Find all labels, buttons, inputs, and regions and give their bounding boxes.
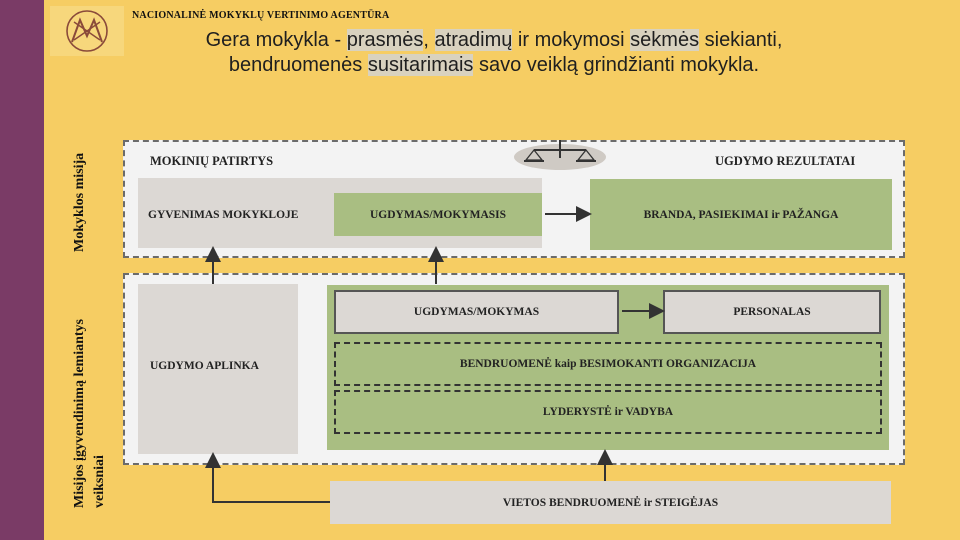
teaching-label: UGDYMAS/MOKYMAS [413,306,540,318]
headline-text: ir mokymosi [512,29,631,51]
local-community-label: VIETOS BENDRUOMENĖ ir STEIGĖJAS [502,496,719,509]
headline-highlight: atradimų [434,29,513,51]
headline-text: bendruomenės [228,54,368,76]
school-life-label: GYVENIMAS MOKYKLOJE [148,209,299,221]
agency-logo-icon [50,6,124,56]
leadership-box: LYDERYSTĖ ir VADYBA [334,390,882,434]
education-results-label: UGDYMO REZULTATAI [715,154,856,168]
left-sidebar-strip [0,0,44,540]
education-environment-label: UGDYMO APLINKA [150,360,259,372]
headline-text: Gera mokykla - [205,29,347,51]
maturity-achievements-box: BRANDA, PASIEKIMAI ir PAŽANGA [590,179,892,250]
headline-highlight: sėkmės [630,29,700,51]
headline-line-1: Gera mokykla - prasmės, atradimų ir moky… [104,28,884,53]
community-organization-label: BENDRUOMENĖ kaip BESIMOKANTI ORGANIZACIJ… [459,358,757,370]
education-environment-box: UGDYMO APLINKA [138,284,298,454]
headline-highlight: susitarimais [367,54,474,76]
personnel-box: PERSONALAS [663,290,881,334]
headline-text: siekianti, [699,29,783,51]
balance-scale-icon [508,136,612,174]
student-experience-label: MOKINIŲ PATIRTYS [150,154,274,168]
teaching-learning-label: UGDYMAS/MOKYMASIS [369,208,507,221]
maturity-achievements-label: BRANDA, PASIEKIMAI ir PAŽANGA [643,208,839,221]
personnel-label: PERSONALAS [733,306,811,318]
headline-line-2: bendruomenės susitarimais savo veiklą gr… [104,53,884,78]
teaching-learning-box: UGDYMAS/MOKYMASIS [334,193,542,236]
local-community-box: VIETOS BENDRUOMENĖ ir STEIGĖJAS [330,481,891,524]
community-organization-box: BENDRUOMENĖ kaip BESIMOKANTI ORGANIZACIJ… [334,342,882,386]
headline-text: savo veiklą grindžianti mokykla. [473,54,760,76]
headline-highlight: prasmės [346,29,424,51]
arrow-community-to-environment [205,452,330,503]
headline-text: , [423,29,435,51]
page-headline: Gera mokykla - prasmės, atradimų ir moky… [104,28,884,78]
teaching-box: UGDYMAS/MOKYMAS [334,290,619,334]
leadership-label: LYDERYSTĖ ir VADYBA [542,406,674,418]
agency-name: NACIONALINĖ MOKYKLŲ VERTINIMO AGENTŪRA [132,10,390,21]
